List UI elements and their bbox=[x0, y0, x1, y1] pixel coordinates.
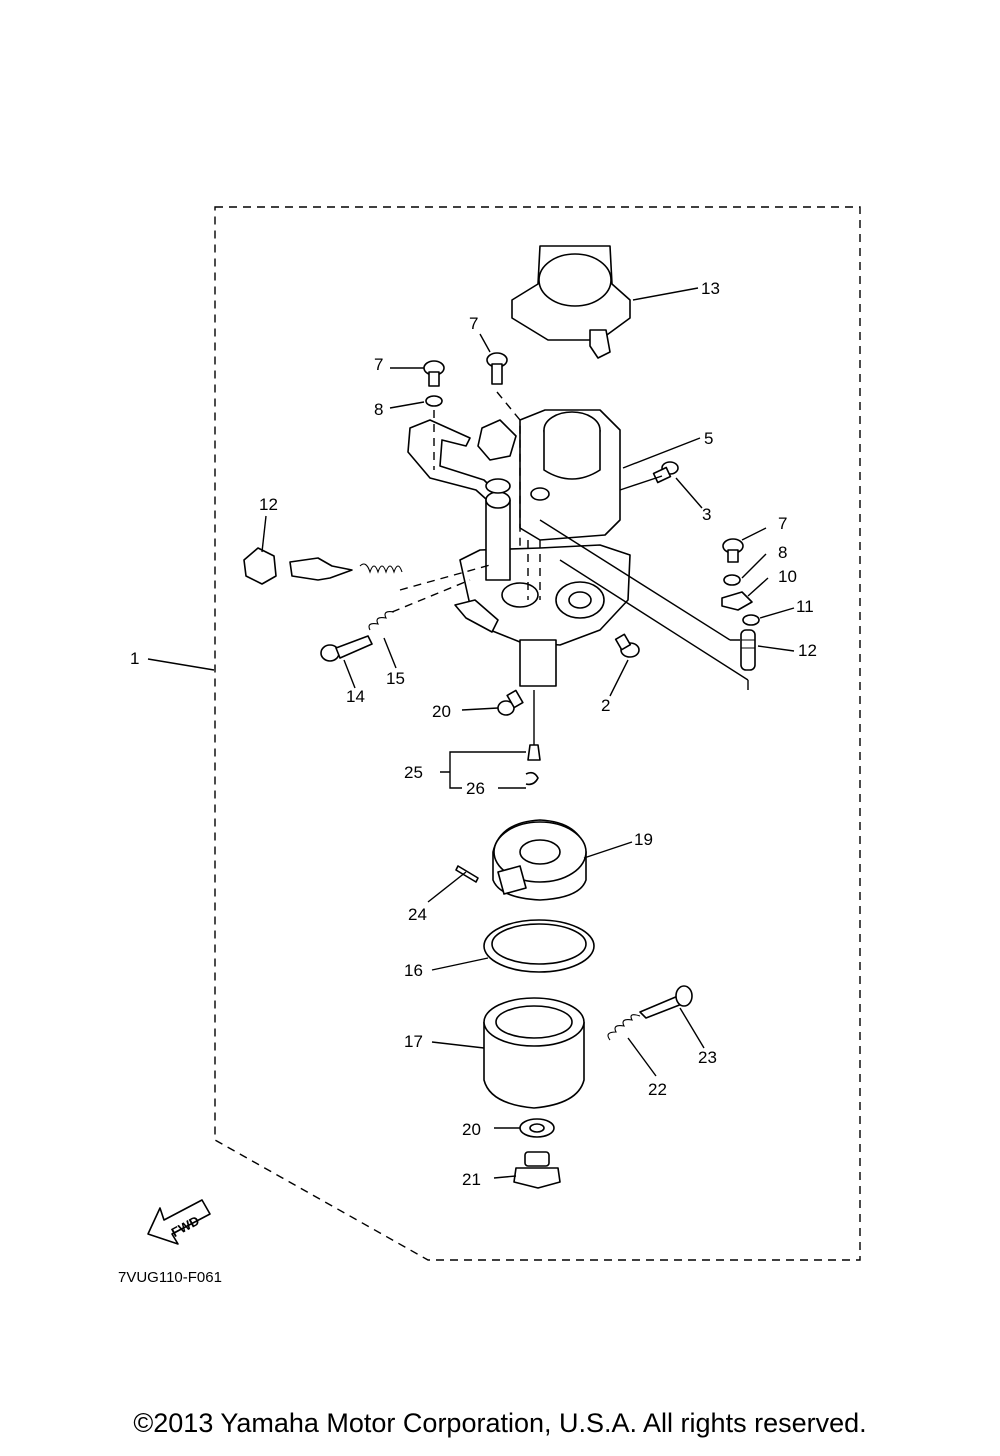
callout-5: 5 bbox=[704, 429, 713, 448]
part-21-drain-plug bbox=[513, 1151, 561, 1189]
callout-14: 14 bbox=[346, 687, 365, 706]
part-8-washer-right bbox=[723, 574, 741, 586]
part-24-pin bbox=[455, 865, 479, 883]
part-8-washer-upper bbox=[425, 395, 443, 407]
callout-26: 26 bbox=[466, 779, 485, 798]
part-12-choke-assembly bbox=[243, 547, 403, 585]
leader-lines bbox=[147, 287, 795, 1179]
part-7-screw-upper bbox=[423, 360, 445, 387]
throttle-lever-plate bbox=[407, 419, 505, 509]
callout-10: 11 bbox=[796, 597, 814, 616]
callout-11: 12 bbox=[798, 641, 817, 660]
carburetor-body bbox=[454, 478, 631, 687]
fwd-arrow-icon: FWD bbox=[147, 1199, 211, 1245]
assembly-guides bbox=[391, 391, 749, 745]
callout-22: 22 bbox=[648, 1080, 667, 1099]
callout-16: 16 bbox=[404, 961, 423, 980]
part-18-float bbox=[492, 819, 587, 901]
callout-20: 20 bbox=[462, 1120, 481, 1139]
part-14-pilot-screw bbox=[320, 635, 373, 662]
callout-17: 17 bbox=[404, 1032, 423, 1051]
part-26-clip bbox=[525, 771, 539, 786]
assembly-boundary bbox=[214, 206, 861, 1261]
part-5-carburetor-throat bbox=[519, 409, 621, 541]
callout-25: 25 bbox=[404, 763, 423, 782]
callout-7-right: 7 bbox=[778, 514, 787, 533]
part-23-screw bbox=[639, 985, 693, 1019]
part-11-valve bbox=[740, 629, 756, 671]
part-3-screw bbox=[652, 461, 679, 484]
callout-19: 20 bbox=[432, 702, 451, 721]
part-7-screw-right bbox=[722, 538, 744, 563]
part-9-bracket bbox=[721, 591, 753, 611]
callout-23: 23 bbox=[698, 1048, 717, 1067]
copyright-notice: ©2013 Yamaha Motor Corporation, U.S.A. A… bbox=[133, 1408, 867, 1438]
callout-15: 15 bbox=[386, 669, 405, 688]
part-4-screw bbox=[486, 352, 508, 385]
part-22-spring bbox=[607, 1014, 641, 1041]
callout-8-right: 8 bbox=[778, 543, 787, 562]
lever-arm bbox=[477, 419, 517, 461]
part-20-washer bbox=[519, 1118, 555, 1138]
callout-18: 19 bbox=[634, 830, 653, 849]
part-13-intake-cover bbox=[511, 245, 631, 359]
callout-9: 10 bbox=[778, 567, 797, 586]
part-19-screw bbox=[497, 689, 524, 716]
part-10-o-ring bbox=[742, 614, 760, 626]
part-16-gasket bbox=[483, 919, 595, 973]
callout-3: 3 bbox=[702, 505, 711, 524]
callout-24: 24 bbox=[408, 905, 427, 924]
part-17-float-bowl bbox=[483, 997, 585, 1109]
part-2-screw bbox=[614, 633, 640, 658]
callout-12: 12 bbox=[259, 495, 278, 514]
callout-4: 7 bbox=[469, 314, 478, 333]
callout-7-upper: 7 bbox=[374, 355, 383, 374]
callout-1: 1 bbox=[130, 649, 139, 668]
callout-2: 2 bbox=[601, 696, 610, 715]
callout-13: 13 bbox=[701, 279, 720, 298]
callout-8-upper: 8 bbox=[374, 400, 383, 419]
part-25-float-needle bbox=[527, 744, 541, 761]
diagram-code: 7VUG110-F061 bbox=[118, 1269, 222, 1286]
part-15-spring bbox=[368, 611, 395, 631]
callout-21: 21 bbox=[462, 1170, 481, 1189]
